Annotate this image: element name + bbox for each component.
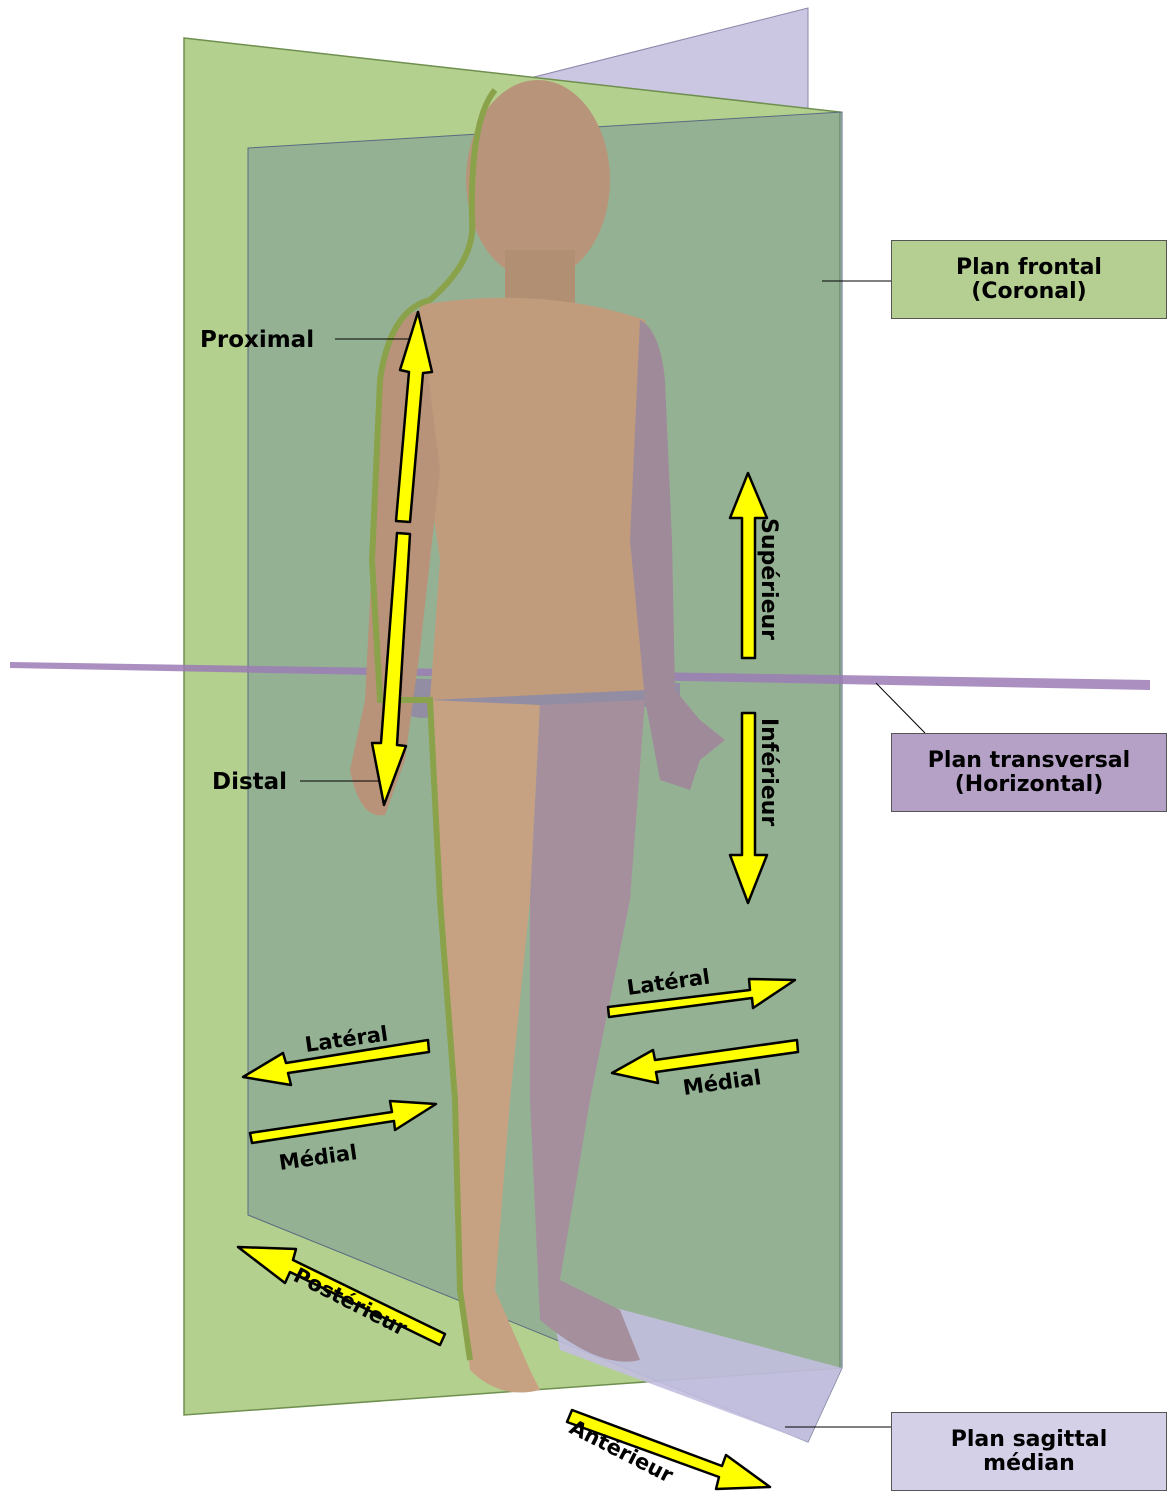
sagittal-plane-label-box: Plan sagittal médian xyxy=(891,1412,1167,1491)
torso xyxy=(420,298,665,700)
frontal-plane-label-line1: Plan frontal xyxy=(956,256,1102,280)
inferieur-label: Inférieur xyxy=(756,718,781,826)
superieur-label: Supérieur xyxy=(756,518,781,640)
transverse-plane-label-line2: (Horizontal) xyxy=(955,773,1104,797)
distal-label: Distal xyxy=(212,769,287,795)
sagittal-plane-label-line1: Plan sagittal xyxy=(951,1428,1107,1452)
proximal-label: Proximal xyxy=(200,327,314,353)
transverse-plane-label-line1: Plan transversal xyxy=(928,749,1130,773)
frontal-plane-label-box: Plan frontal (Coronal) xyxy=(891,240,1167,319)
frontal-plane-label-line2: (Coronal) xyxy=(971,280,1086,304)
leader-transverse xyxy=(876,683,925,733)
sagittal-plane-label-line2: médian xyxy=(983,1452,1075,1476)
transverse-plane-label-box: Plan transversal (Horizontal) xyxy=(891,733,1167,812)
